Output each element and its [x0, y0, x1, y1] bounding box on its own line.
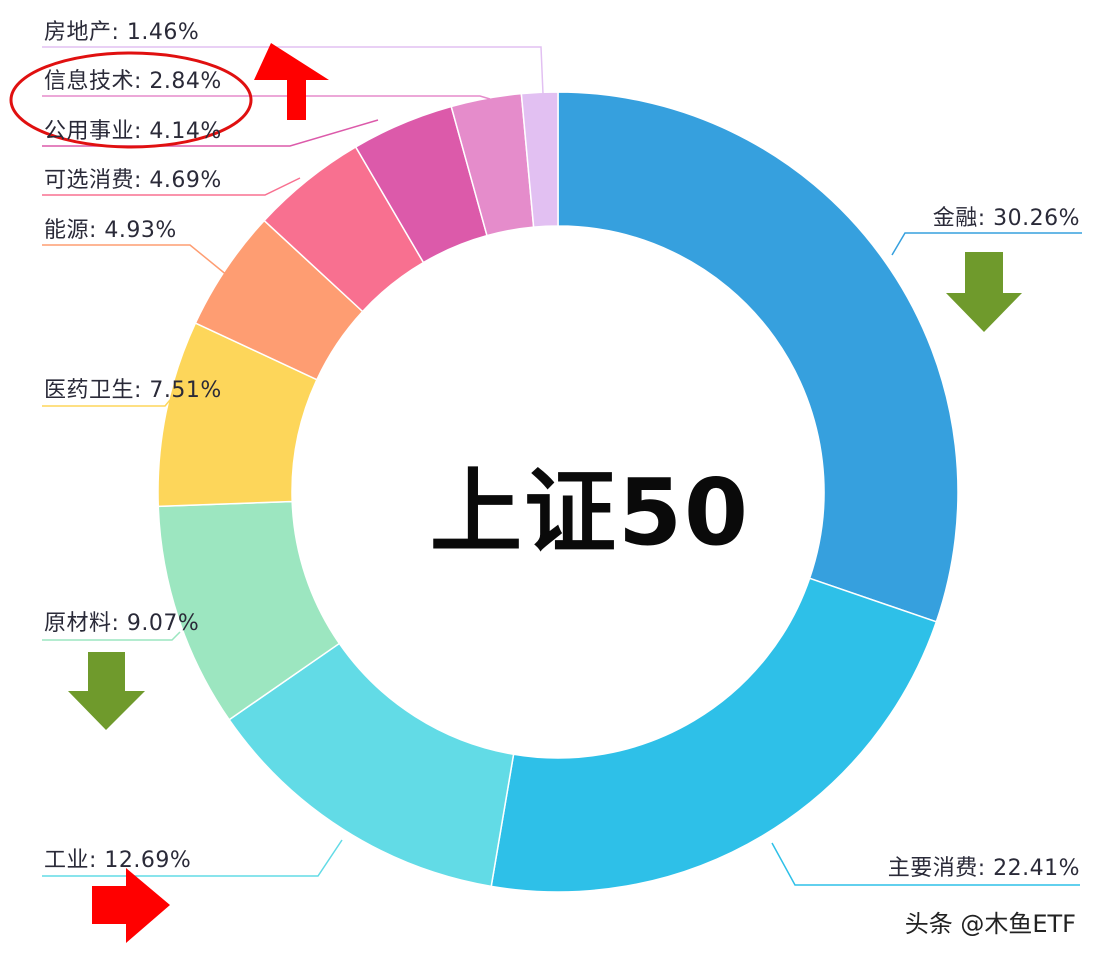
- center-title: 上证50: [430, 459, 751, 566]
- arrow-down-icon-materials: [68, 652, 145, 730]
- slice-label: 可选消费: 4.69%: [44, 168, 222, 193]
- arrow-down-icon-finance: [946, 252, 1022, 332]
- slice-label: 主要消费: 22.41%: [887, 856, 1080, 881]
- slice-label: 信息技术: 2.84%: [44, 69, 222, 94]
- donut-slice: [520, 91, 559, 228]
- slice-label: 工业: 12.69%: [44, 848, 192, 873]
- donut-slice: [557, 91, 959, 623]
- leader-line: [42, 244, 229, 277]
- arrow-right-icon-industrial: [92, 868, 170, 943]
- slice-label: 原材料: 9.07%: [44, 611, 200, 636]
- donut-slices: [157, 91, 959, 893]
- slice-label: 金融: 30.26%: [932, 206, 1080, 231]
- slice-label: 公用事业: 4.14%: [44, 119, 222, 144]
- leader-line: [891, 232, 1082, 256]
- leader-line: [42, 46, 544, 95]
- slice-label: 房地产: 1.46%: [44, 20, 200, 45]
- arrow-up-icon-it: [254, 43, 329, 120]
- highlight-ellipse: [9, 51, 253, 149]
- leader-line: [42, 631, 181, 641]
- leader-line: [42, 177, 301, 196]
- watermark: 头条 @木鱼ETF: [904, 910, 1076, 938]
- slice-label: 医药卫生: 7.51%: [44, 378, 222, 403]
- leader-line: [42, 95, 491, 100]
- leader-line: [771, 842, 1080, 886]
- leader-line: [42, 399, 171, 407]
- donut-slice: [490, 577, 938, 893]
- slice-label: 能源: 4.93%: [44, 218, 177, 243]
